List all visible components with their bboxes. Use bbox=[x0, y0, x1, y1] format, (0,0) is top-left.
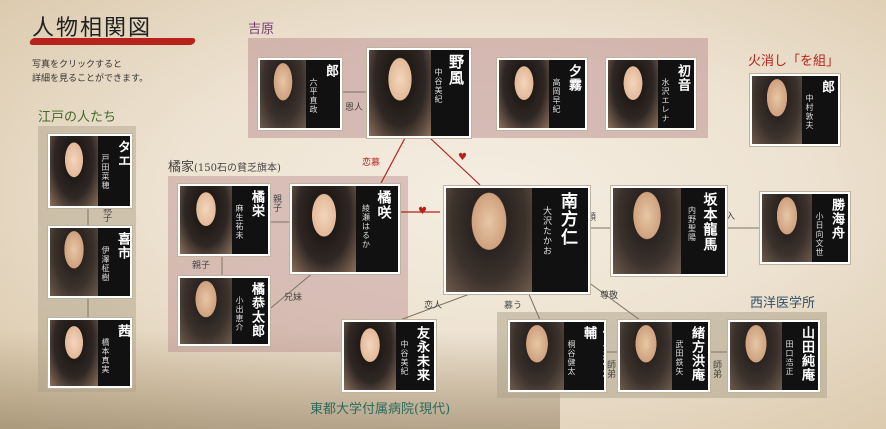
actor-name: 武田鉄矢 bbox=[675, 340, 684, 376]
actor-name: 田口浩正 bbox=[785, 340, 794, 376]
character-photo bbox=[50, 320, 98, 386]
character-name: 新門辰五郎 bbox=[819, 80, 834, 94]
character-card-nokaze[interactable]: 野風中谷美紀 bbox=[367, 48, 471, 138]
hikeshi-label: 火消し「を組」 bbox=[748, 54, 840, 69]
character-card-mie[interactable]: 友永未来中谷美紀 bbox=[342, 320, 436, 392]
actor-name: 内野聖陽 bbox=[687, 206, 697, 242]
actor-name: 伊澤柾樹 bbox=[101, 246, 110, 282]
character-name: 勝海舟 bbox=[829, 198, 844, 240]
character-name: 山田純庵 bbox=[799, 326, 814, 382]
actor-name: 高岡早紀 bbox=[552, 78, 561, 114]
character-name: 友永未来 bbox=[414, 326, 429, 382]
character-photo bbox=[180, 186, 232, 254]
character-card-yugiri[interactable]: 夕霧高岡早紀 bbox=[497, 58, 587, 130]
character-card-tae[interactable]: タエ戸田菜穂 bbox=[48, 134, 132, 208]
character-card-hatsune[interactable]: 初音水沢エレナ bbox=[606, 58, 696, 130]
character-photo bbox=[50, 136, 98, 206]
actor-name: 小日向文世 bbox=[815, 212, 824, 257]
character-photo bbox=[180, 278, 232, 344]
rel-sonkei: 尊敬 bbox=[600, 291, 619, 301]
actor-name: 橋本真実 bbox=[101, 338, 110, 374]
character-card-ogata[interactable]: 緒方洪庵武田鉄矢 bbox=[618, 320, 710, 392]
character-card-akane[interactable]: 茜橋本真実 bbox=[48, 318, 132, 388]
character-card-kaishu[interactable]: 勝海舟小日向文世 bbox=[760, 192, 850, 264]
character-card-ei[interactable]: 橘栄麻生祐未 bbox=[178, 184, 270, 256]
character-name: 緒方洪庵 bbox=[689, 326, 704, 382]
character-photo bbox=[620, 322, 672, 390]
heart-icon: ♥ bbox=[418, 206, 427, 217]
character-name: 南方仁 bbox=[557, 192, 577, 246]
character-name: 夕霧 bbox=[566, 64, 581, 92]
tachibana-name: 橘家 bbox=[168, 160, 195, 175]
character-card-kyotaro[interactable]: 橘恭太郎小出恵介 bbox=[178, 276, 270, 346]
character-photo bbox=[730, 322, 782, 390]
rel-oyako-3: 親子 bbox=[192, 261, 211, 271]
character-photo bbox=[762, 194, 812, 262]
character-photo bbox=[510, 322, 564, 390]
character-photo bbox=[50, 228, 98, 296]
rel-koibito: 恋人 bbox=[424, 301, 443, 311]
character-name: 橘恭太郎 bbox=[249, 282, 264, 338]
rel-shitei-2: 師弟 bbox=[711, 360, 721, 378]
page-title: 人物相関図 bbox=[32, 16, 153, 41]
character-name: 鈴屋彦三郎 bbox=[323, 64, 338, 78]
character-card-kiichi[interactable]: 喜市伊澤柾樹 bbox=[48, 226, 132, 298]
actor-name: 桐谷健太 bbox=[567, 340, 576, 376]
character-name: 佐分利祐輔 bbox=[581, 326, 604, 382]
actor-name: 中谷美紀 bbox=[400, 340, 409, 376]
actor-name: 綾瀬はるか bbox=[361, 204, 371, 249]
character-name: 茜 bbox=[115, 324, 130, 338]
todai-label: 東都大学付属病院(現代) bbox=[310, 402, 451, 417]
rel-shitei-1: 師弟 bbox=[605, 360, 615, 378]
character-photo bbox=[260, 60, 306, 128]
tachibana-sub: (150石の貧乏旗本) bbox=[194, 163, 281, 174]
actor-name: 大沢たかお bbox=[541, 206, 551, 256]
character-photo bbox=[369, 50, 431, 136]
character-photo bbox=[344, 322, 396, 390]
actor-name: 小出恵介 bbox=[235, 296, 244, 332]
rel-oyako-2: 親子 bbox=[271, 194, 281, 212]
rel-renbo: 恋慕 bbox=[362, 158, 381, 168]
character-card-saki[interactable]: 橘咲綾瀬はるか bbox=[290, 184, 400, 274]
instruction-line-2: 詳細を見ることができます。 bbox=[32, 74, 149, 84]
actor-name: 麻生祐未 bbox=[235, 204, 244, 240]
rel-onjin: 恩人 bbox=[345, 103, 364, 113]
actor-name: 戸田菜穂 bbox=[101, 154, 110, 190]
actor-name: 水沢エレナ bbox=[661, 78, 670, 123]
character-card-shinmon[interactable]: 新門辰五郎中村敦夫 bbox=[750, 74, 840, 146]
character-card-sawabu[interactable]: 佐分利祐輔桐谷健太 bbox=[508, 320, 606, 392]
actor-name: 中谷美紀 bbox=[434, 68, 443, 104]
character-photo bbox=[608, 60, 658, 128]
actor-name: 六平直政 bbox=[309, 78, 318, 114]
character-name: 坂本龍馬 bbox=[701, 192, 718, 252]
character-name: 喜市 bbox=[115, 232, 130, 260]
seiyo-label: 西洋医学所 bbox=[750, 296, 816, 311]
yoshiwara-label: 吉原 bbox=[248, 22, 275, 37]
character-card-yamada[interactable]: 山田純庵田口浩正 bbox=[728, 320, 820, 392]
instructions: 写真をクリックすると 詳細を見ることができます。 bbox=[32, 58, 148, 86]
heart-icon: ♥ bbox=[458, 152, 467, 163]
rel-shitau: 慕う bbox=[504, 301, 523, 311]
edo-label: 江戸の人たち bbox=[38, 110, 117, 125]
character-card-suzuya[interactable]: 鈴屋彦三郎六平直政 bbox=[258, 58, 342, 130]
character-name: 野風 bbox=[447, 54, 465, 86]
character-photo bbox=[613, 188, 681, 274]
character-card-ryoma[interactable]: 坂本龍馬内野聖陽 bbox=[611, 186, 727, 276]
character-photo bbox=[499, 60, 549, 128]
actor-name: 中村敦夫 bbox=[805, 94, 814, 130]
character-photo bbox=[446, 188, 532, 292]
character-name: 初音 bbox=[675, 64, 690, 92]
instruction-line-1: 写真をクリックすると bbox=[32, 60, 123, 70]
tachibana-label: 橘家(150石の貧乏旗本) bbox=[168, 156, 281, 175]
character-name: 橘咲 bbox=[375, 190, 392, 220]
character-photo bbox=[292, 186, 356, 272]
rel-oyako-1: 親子 bbox=[101, 204, 111, 222]
character-name: タエ bbox=[115, 140, 130, 168]
character-photo bbox=[752, 76, 802, 144]
rel-kyodai: 兄妹 bbox=[284, 293, 303, 303]
character-name: 橘栄 bbox=[249, 190, 264, 218]
character-card-jin[interactable]: 南方仁大沢たかお bbox=[444, 186, 590, 294]
